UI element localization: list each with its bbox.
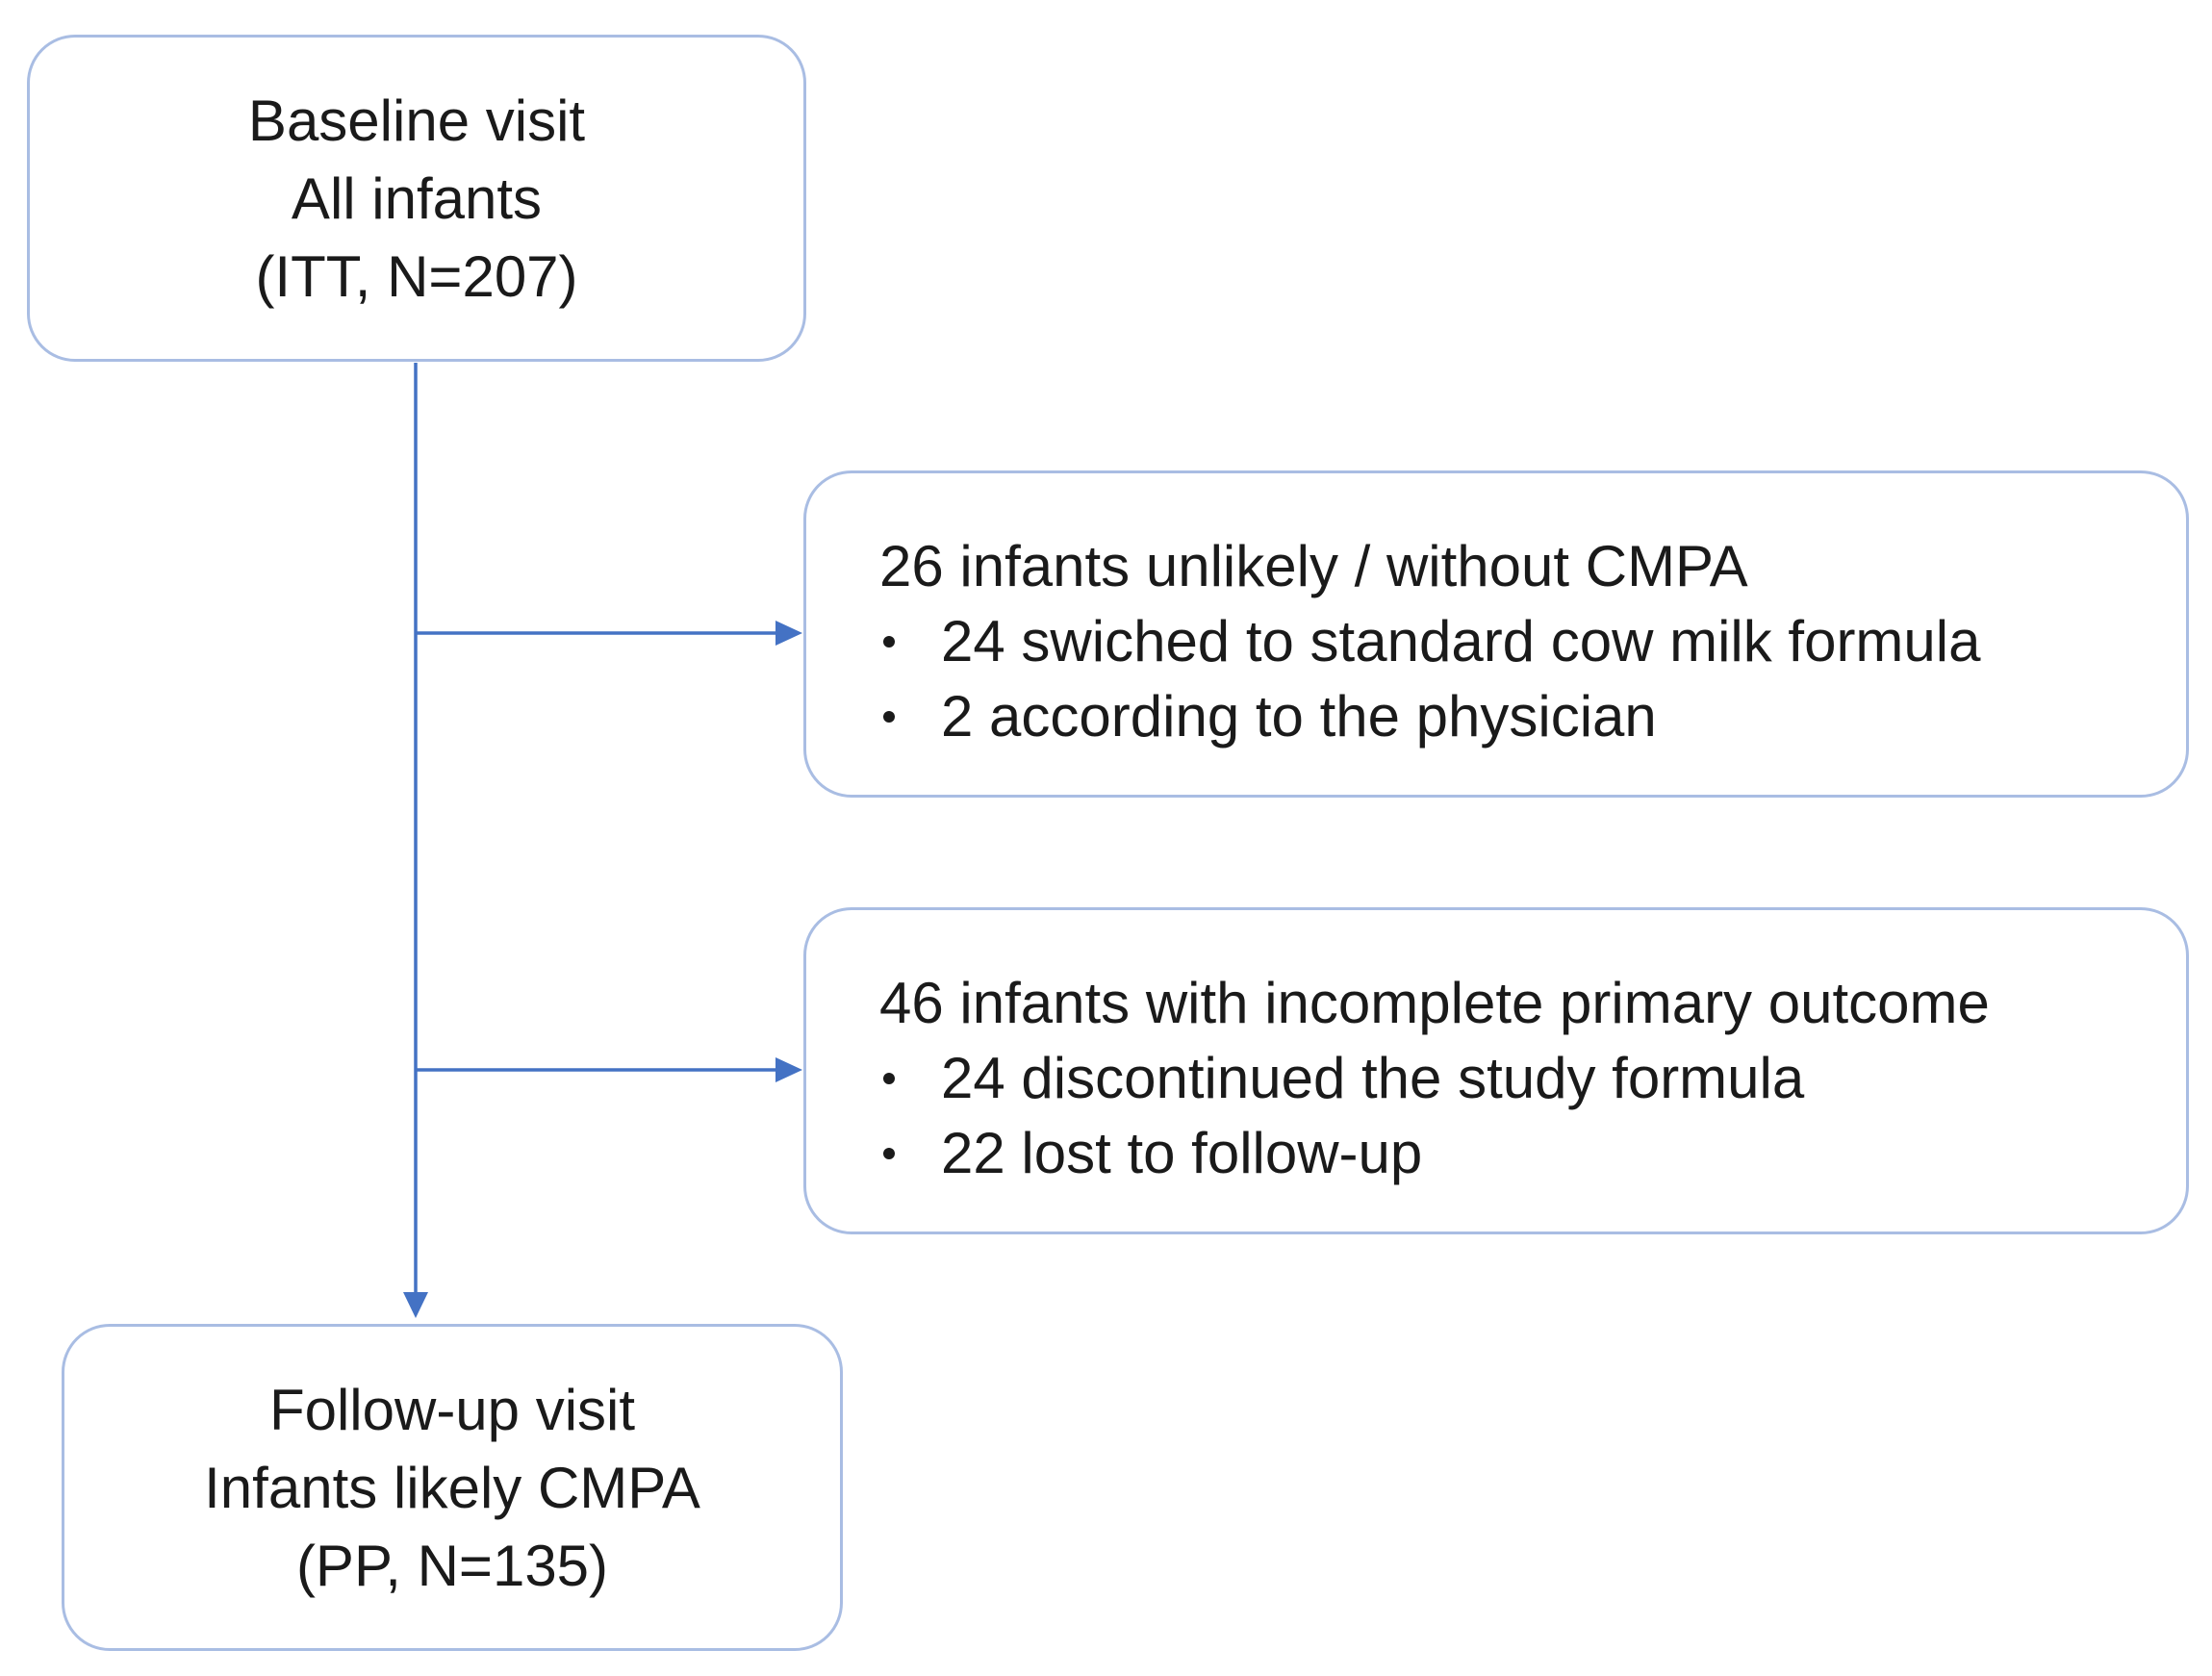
followup-title: Follow-up visit: [268, 1377, 636, 1442]
list-item: 24 discontinued the study formula: [879, 1041, 2186, 1116]
bullet-icon: [883, 711, 895, 723]
bullet-icon: [883, 1148, 895, 1159]
followup-population: Infants likely CMPA: [204, 1455, 700, 1520]
exclusion-outcome-heading: 46 infants with incomplete primary outco…: [879, 971, 1990, 1035]
baseline-population: All infants: [291, 165, 543, 231]
exclusion-cmpa-list: 24 swiched to standard cow milk formula …: [879, 604, 2186, 754]
arrowhead-followup: [403, 1292, 428, 1318]
exclusion-outcome-list: 24 discontinued the study formula 22 los…: [879, 1041, 2186, 1191]
arrowhead-cmpa: [775, 621, 802, 646]
followup-visit-box: Follow-up visit Infants likely CMPA (PP,…: [62, 1324, 843, 1651]
bullet-icon: [883, 636, 895, 648]
baseline-visit-box: Baseline visit All infants (ITT, N=207): [27, 35, 806, 362]
baseline-count: (ITT, N=207): [255, 243, 578, 309]
baseline-title: Baseline visit: [247, 88, 586, 153]
bullet-icon: [883, 1073, 895, 1084]
list-item-text: 22 lost to follow-up: [941, 1121, 1423, 1185]
exclusion-cmpa-heading: 26 infants unlikely / without CMPA: [879, 534, 1748, 598]
arrowhead-outcome: [775, 1057, 802, 1082]
followup-count: (PP, N=135): [295, 1533, 609, 1598]
list-item: 22 lost to follow-up: [879, 1116, 2186, 1191]
list-item: 24 swiched to standard cow milk formula: [879, 604, 2186, 679]
exclusion-cmpa-box: 26 infants unlikely / without CMPA 24 sw…: [803, 470, 2189, 798]
list-item-text: 24 swiched to standard cow milk formula: [941, 609, 1981, 673]
list-item-text: 24 discontinued the study formula: [941, 1046, 1805, 1110]
list-item-text: 2 according to the physician: [941, 684, 1657, 749]
list-item: 2 according to the physician: [879, 679, 2186, 754]
exclusion-outcome-box: 46 infants with incomplete primary outco…: [803, 907, 2189, 1234]
